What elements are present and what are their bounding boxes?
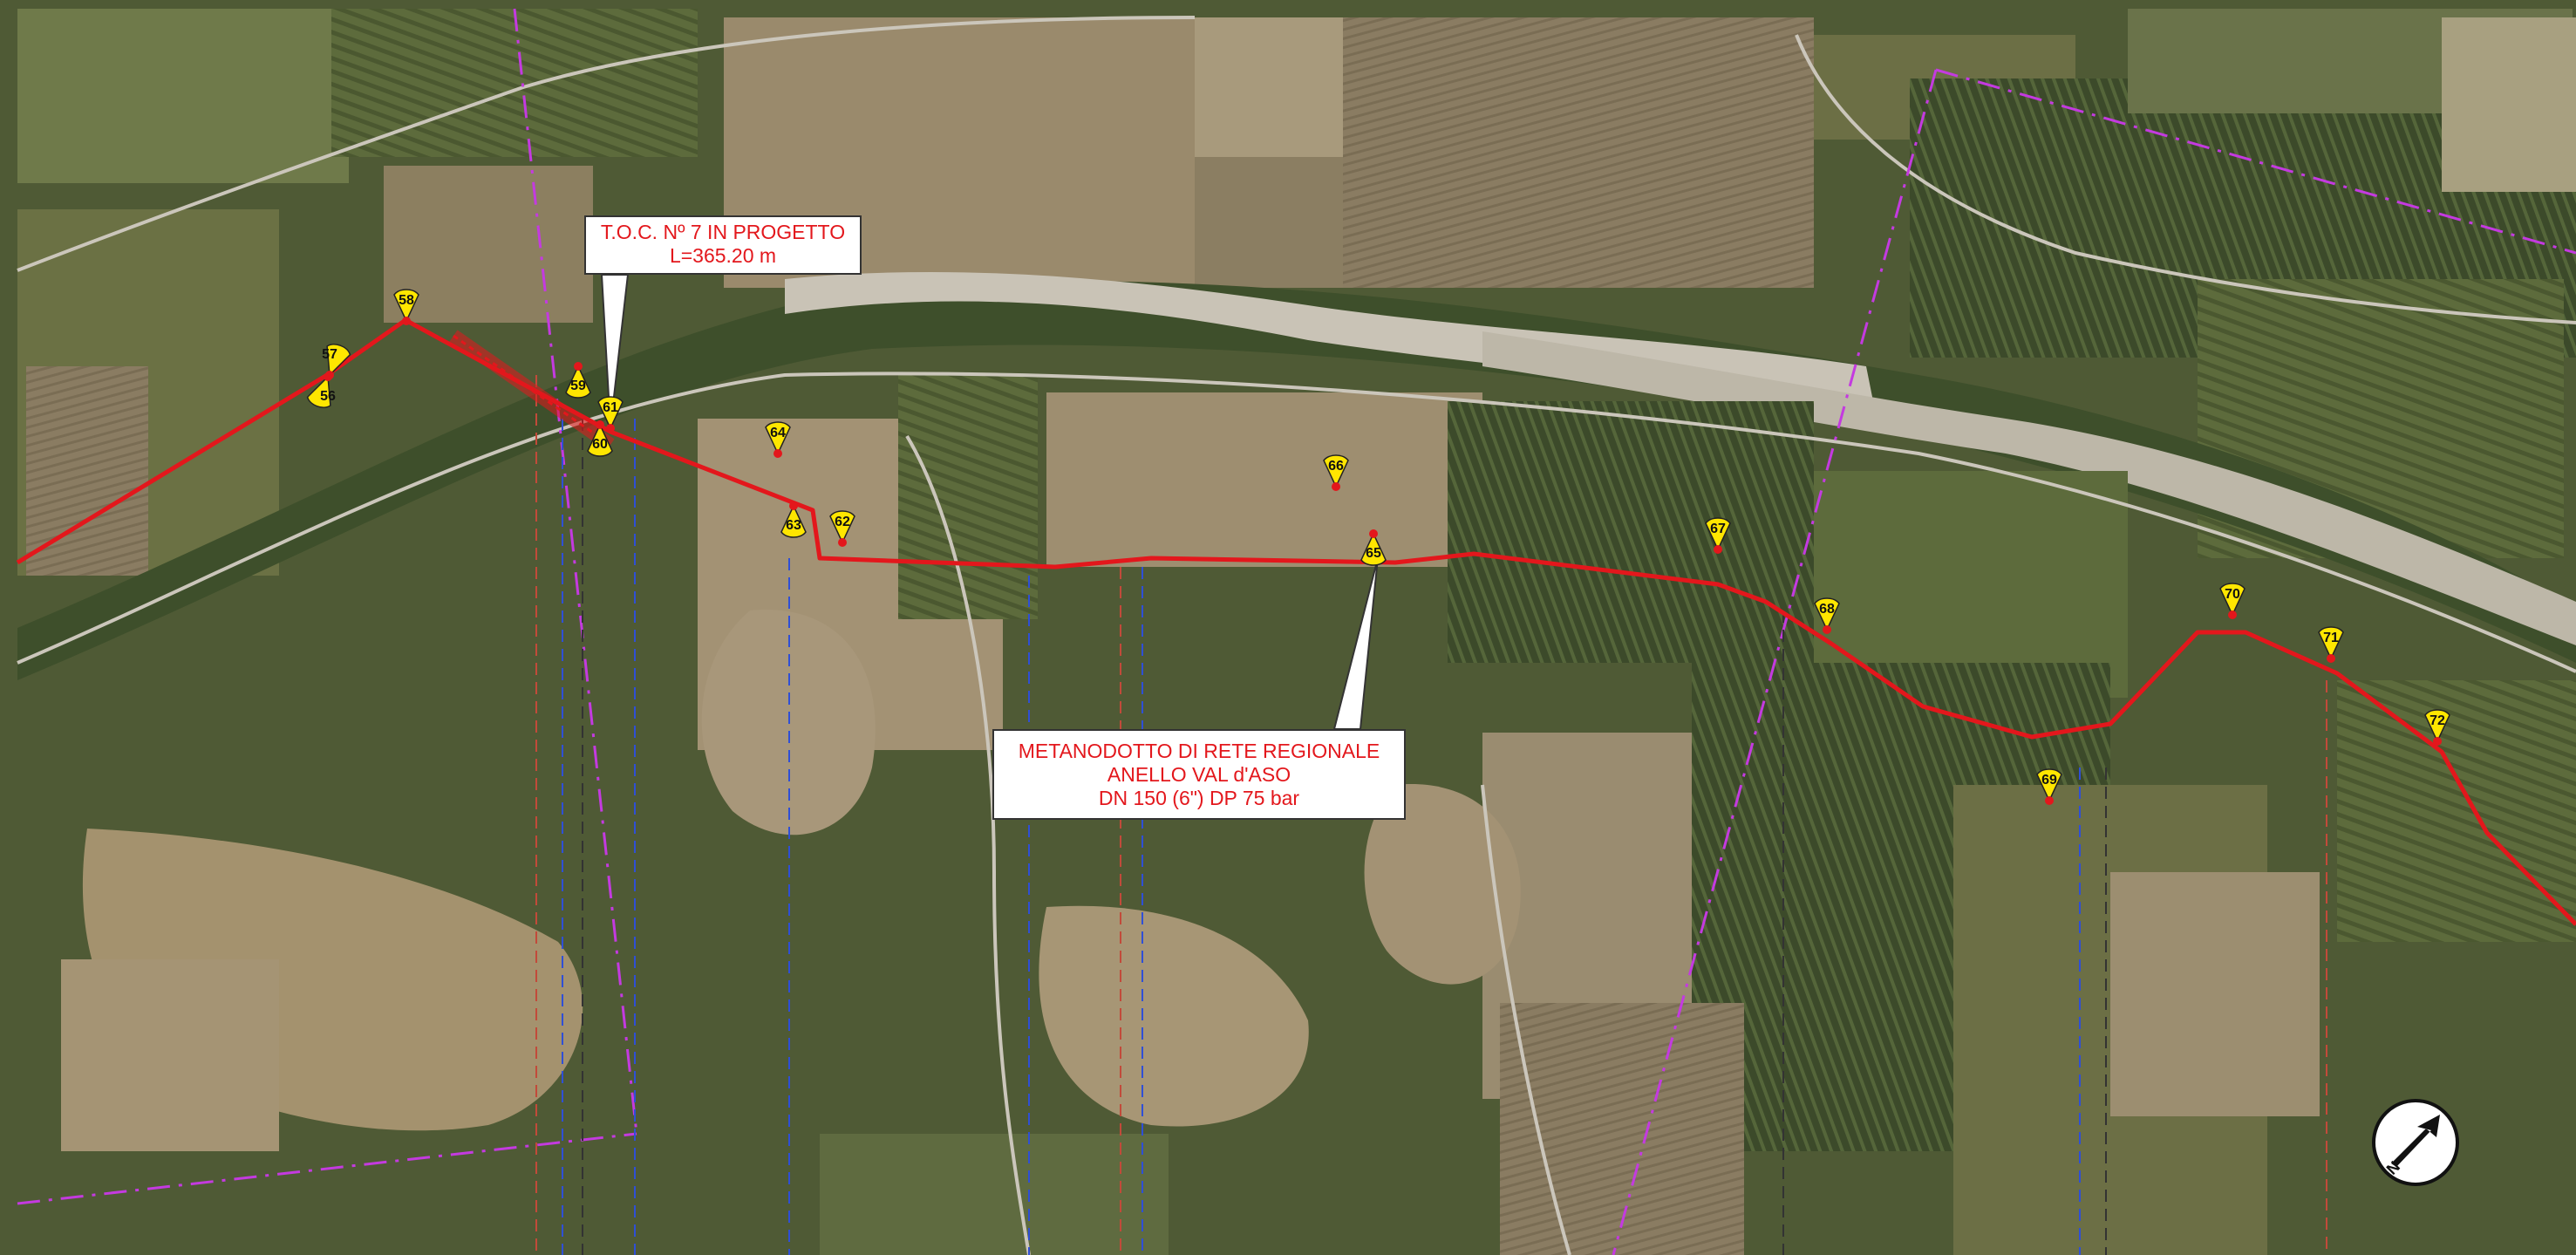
pipeline-route	[16, 317, 2576, 926]
pipeline-marker: 70	[2219, 583, 2245, 619]
pipeline-marker: 58	[393, 289, 419, 325]
marker-flag-icon	[829, 510, 855, 544]
pipeline-callout-line3: DN 150 (6") DP 75 bar	[1098, 787, 1300, 809]
crossing-callout-title: T.O.C. Nº 7 IN PROGETTO	[600, 221, 846, 243]
marker-flag-icon	[393, 289, 419, 323]
marker-label: 57	[322, 347, 337, 362]
pipeline-marker: 66	[1323, 454, 1349, 491]
marker-point	[2433, 737, 2442, 746]
callout-leaders	[600, 274, 1379, 730]
marker-flag-icon	[2036, 768, 2062, 802]
marker-point	[2045, 796, 2054, 805]
marker-flag-icon	[1360, 532, 1387, 566]
pipeline-marker: 67	[1705, 517, 1731, 554]
marker-label: 60	[592, 437, 608, 452]
pipeline-callout-line2: ANELLO VAL d'ASO	[1107, 763, 1291, 786]
pipeline-marker: 57	[322, 344, 351, 379]
marker-label: 65	[1366, 546, 1381, 561]
pipeline-marker: 68	[1814, 597, 1840, 634]
marker-label: 66	[1328, 459, 1344, 474]
pipeline-marker: 61	[597, 396, 624, 433]
marker-point	[1823, 625, 1831, 634]
marker-flag-icon	[2219, 583, 2245, 617]
pipeline-markers: 56 57 58 59 60 61 62 63 64 65 66 67 68 69 70 71 72	[306, 289, 2450, 805]
fields-layer	[17, 9, 2576, 1255]
marker-flag-icon	[597, 396, 624, 430]
marker-point	[838, 538, 847, 547]
pipeline-marker: 60	[587, 420, 613, 457]
marker-point	[2327, 654, 2335, 663]
marker-label: 71	[2323, 631, 2339, 645]
marker-point	[574, 362, 583, 371]
marker-point	[596, 420, 604, 429]
marker-flag-icon	[587, 423, 613, 457]
marker-label: 61	[603, 400, 618, 415]
marker-label: 69	[2041, 773, 2057, 788]
marker-label: 62	[835, 515, 850, 529]
marker-point	[773, 449, 782, 458]
crossing-callout-length: L=365.20 m	[669, 244, 777, 267]
pipeline-marker: 63	[780, 501, 807, 538]
pipeline-marker: 71	[2318, 626, 2344, 663]
marker-label: 67	[1710, 522, 1726, 536]
marker-flag-icon	[565, 365, 591, 399]
pipeline-marker: 69	[2036, 768, 2062, 805]
sheet-boundary	[17, 8, 2576, 1255]
north-arrow-icon: N	[2372, 1099, 2459, 1186]
marker-point	[325, 371, 334, 379]
roads-layer	[17, 16, 2576, 1255]
marker-point	[1714, 545, 1722, 554]
pipeline-marker: 59	[565, 362, 591, 399]
marker-label: 58	[399, 293, 414, 308]
marker-flag-icon	[765, 421, 791, 455]
marker-point	[789, 501, 798, 510]
pipeline-callout-line1: METANODOTTO DI RETE REGIONALE	[1018, 740, 1380, 762]
pipeline-marker: 72	[2424, 709, 2450, 746]
pipeline-marker: 62	[829, 510, 855, 547]
marker-flag-icon	[1705, 517, 1731, 551]
marker-point	[606, 424, 615, 433]
crossing-callout: T.O.C. Nº 7 IN PROGETTO L=365.20 m	[584, 215, 862, 275]
pipeline-callout: METANODOTTO DI RETE REGIONALE ANELLO VAL…	[992, 729, 1406, 820]
marker-point	[1332, 482, 1340, 491]
marker-flag-icon	[306, 375, 331, 408]
marker-flag-icon	[1323, 454, 1349, 488]
marker-label: 59	[570, 379, 586, 393]
marker-label: 56	[320, 389, 336, 404]
marker-point	[402, 317, 411, 325]
marker-point	[2228, 610, 2237, 619]
marker-flag-icon	[780, 504, 807, 538]
pipeline-marker: 65	[1360, 529, 1387, 566]
marker-label: 72	[2429, 713, 2445, 728]
marker-flag-icon	[2424, 709, 2450, 743]
marker-label: 68	[1819, 602, 1835, 617]
marker-point	[1369, 529, 1378, 538]
section-lines	[535, 375, 2327, 1255]
marker-flag-icon	[1814, 597, 1840, 631]
marker-label: 64	[770, 426, 786, 440]
pipeline-marker: 64	[765, 421, 791, 458]
marker-flag-icon	[2318, 626, 2344, 660]
marker-label: 70	[2225, 587, 2240, 602]
marker-flag-icon	[326, 344, 351, 377]
marker-label: 63	[786, 518, 801, 533]
